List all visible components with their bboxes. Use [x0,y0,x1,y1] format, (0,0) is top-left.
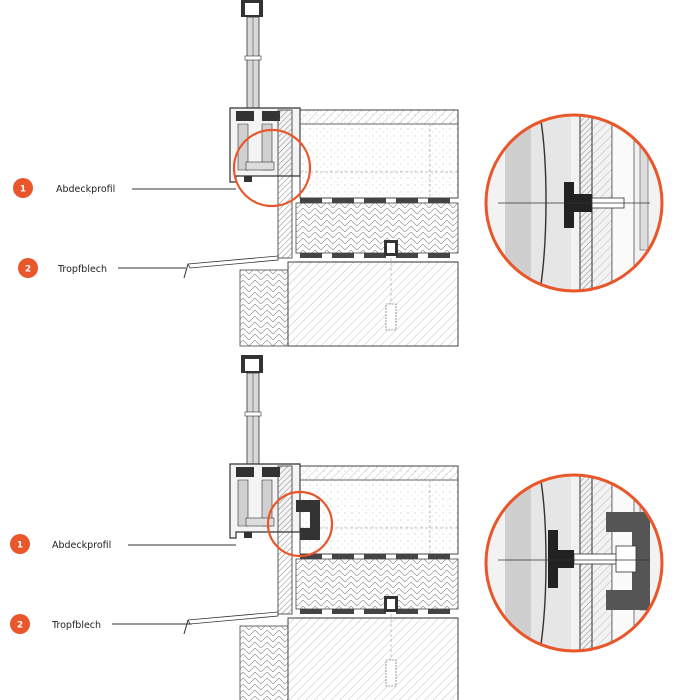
callout-badge-1 [13,178,33,198]
section-drawing-1 [183,0,459,347]
panel-1: 1 Abdeckprofil 2 Tropfblech [13,0,664,347]
callout-badge-2 [18,258,38,278]
callout-number: 1 [17,541,23,551]
callout-1-abdeckprofil: 1 Abdeckprofil [13,178,236,198]
callout-number: 1 [20,185,26,195]
detail-marker-circle-1 [232,128,312,208]
callout-label: Tropfblech [57,264,107,275]
section-drawing-2 [183,354,459,700]
zoom-detail-2 [484,473,664,653]
callout-number: 2 [25,265,31,275]
callout-1-abdeckprofil: 1 Abdeckprofil [10,534,236,554]
zoom-frame-circle-1 [484,113,664,293]
zoom-detail-1 [484,113,664,293]
callout-2-tropfblech: 2 Tropfblech [18,258,186,278]
callout-number: 2 [17,621,23,631]
fastener-detail [498,512,650,610]
callout-2-tropfblech: 2 Tropfblech [10,614,192,634]
callout-badge-2 [10,614,30,634]
zoom-frame-circle-2 [484,473,664,653]
panel-2: 1 Abdeckprofil 2 Tropfblech [10,354,664,700]
detail-marker-circle-2 [266,490,334,558]
callout-label: Tropfblech [51,620,101,631]
callout-label: Abdeckprofil [56,184,115,195]
callout-badge-1 [10,534,30,554]
callout-label: Abdeckprofil [52,540,111,551]
fastener-detail [498,182,650,228]
